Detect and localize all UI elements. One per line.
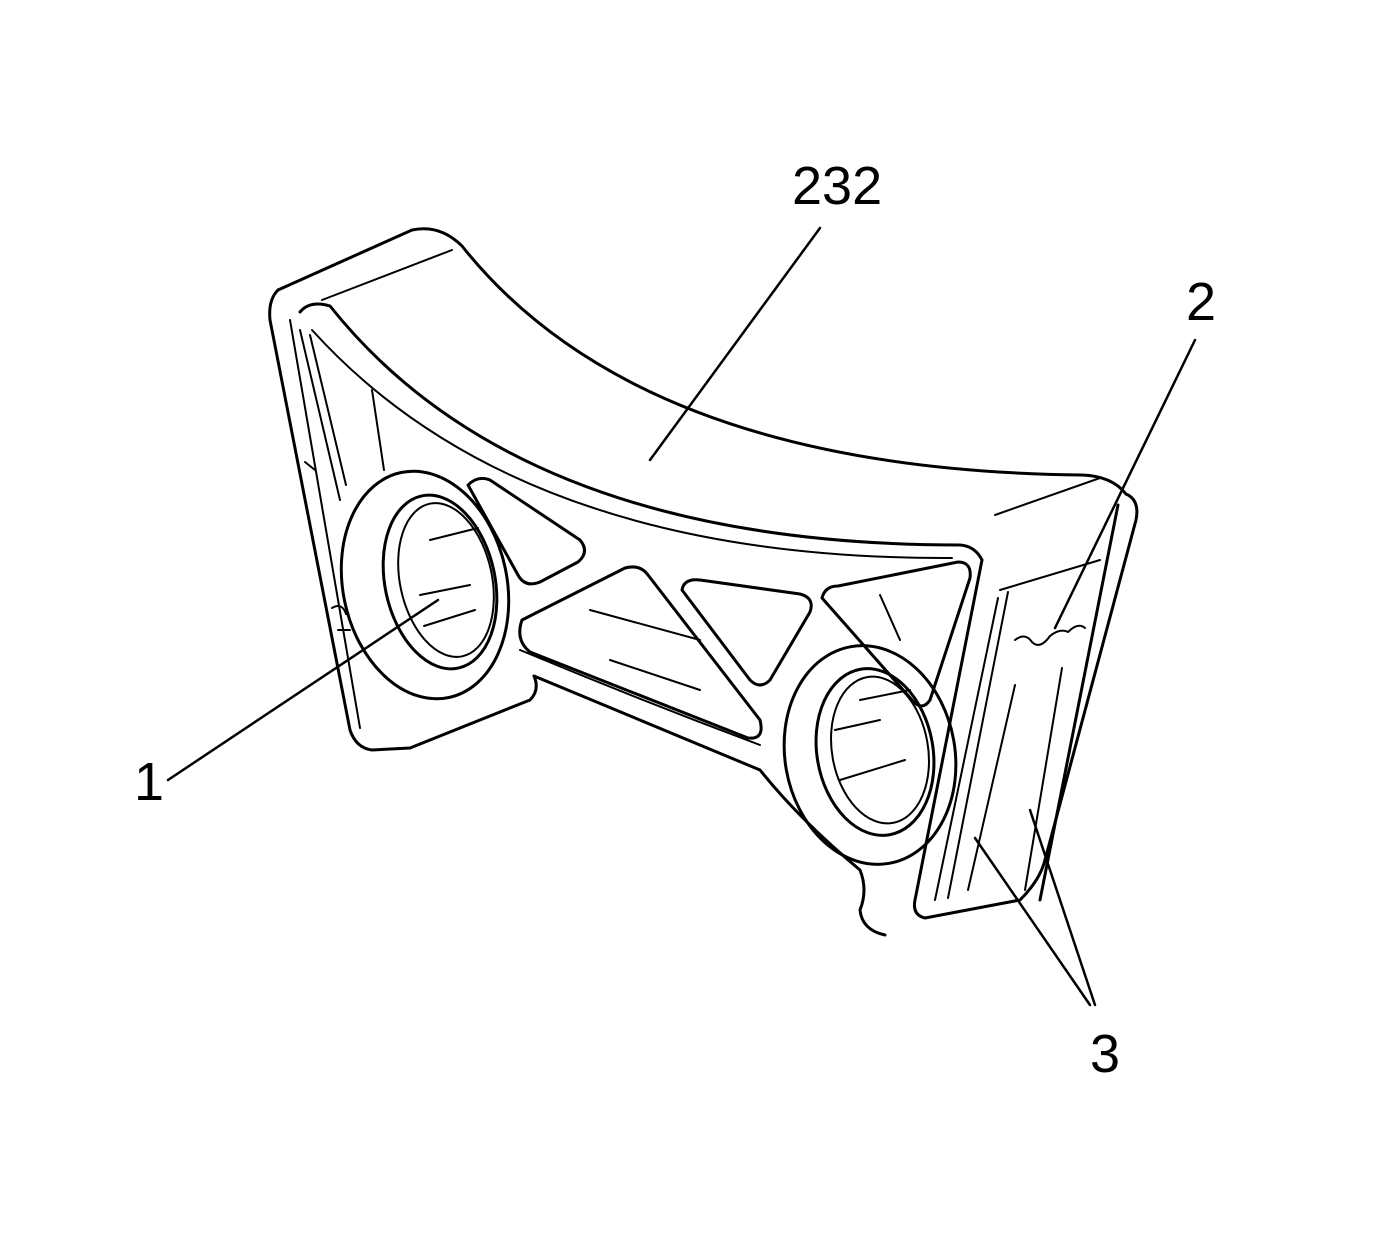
left-bore-outer <box>339 469 511 701</box>
web-cutout-middle <box>680 578 813 687</box>
right-bore-ring <box>830 675 930 825</box>
leader-2 <box>1053 338 1197 630</box>
right-face-inner-1 <box>934 597 999 901</box>
right-face-edge <box>1038 503 1120 902</box>
left-face-marks <box>304 461 351 631</box>
callout-232: 232 <box>792 156 882 216</box>
saddle-inner-line <box>321 249 453 301</box>
web-cutout-center <box>518 565 763 740</box>
callout-1: 1 <box>134 752 164 812</box>
right-face-lines <box>967 667 1063 891</box>
leader-3b <box>1028 808 1097 1007</box>
leader-232 <box>648 226 822 462</box>
right-face-rear <box>999 559 1101 591</box>
callout-3: 3 <box>1090 1024 1120 1084</box>
saddle-front-edge <box>298 302 984 562</box>
left-bore-slots <box>419 527 479 627</box>
web-rib-lines <box>589 594 901 691</box>
casting-mark <box>1014 624 1086 646</box>
left-face-outline <box>268 288 538 752</box>
lower-arch <box>532 674 887 937</box>
right-face-outline <box>913 492 1139 920</box>
web-cutout-left <box>466 476 586 586</box>
right-bore-inner <box>814 667 936 837</box>
right-face-inner-2 <box>947 591 1009 899</box>
right-bore-slots <box>834 689 911 781</box>
left-bore-inner <box>381 493 499 671</box>
leader-1 <box>166 598 440 782</box>
leader-3a <box>973 836 1092 1007</box>
lower-arch-inner <box>519 649 761 746</box>
saddle-front-edge-inner <box>311 329 953 560</box>
leader-lines <box>166 226 1197 1007</box>
left-bore-ring <box>397 502 495 658</box>
callout-labels: 232 1 2 3 <box>134 156 1216 1084</box>
callout-2: 2 <box>1186 272 1216 332</box>
saddle-right-rim <box>994 477 1101 516</box>
left-face-web <box>299 329 385 501</box>
saddle-back-edge <box>276 227 1128 496</box>
right-bore-outer <box>782 644 958 866</box>
bracket-illustration <box>268 227 1139 937</box>
